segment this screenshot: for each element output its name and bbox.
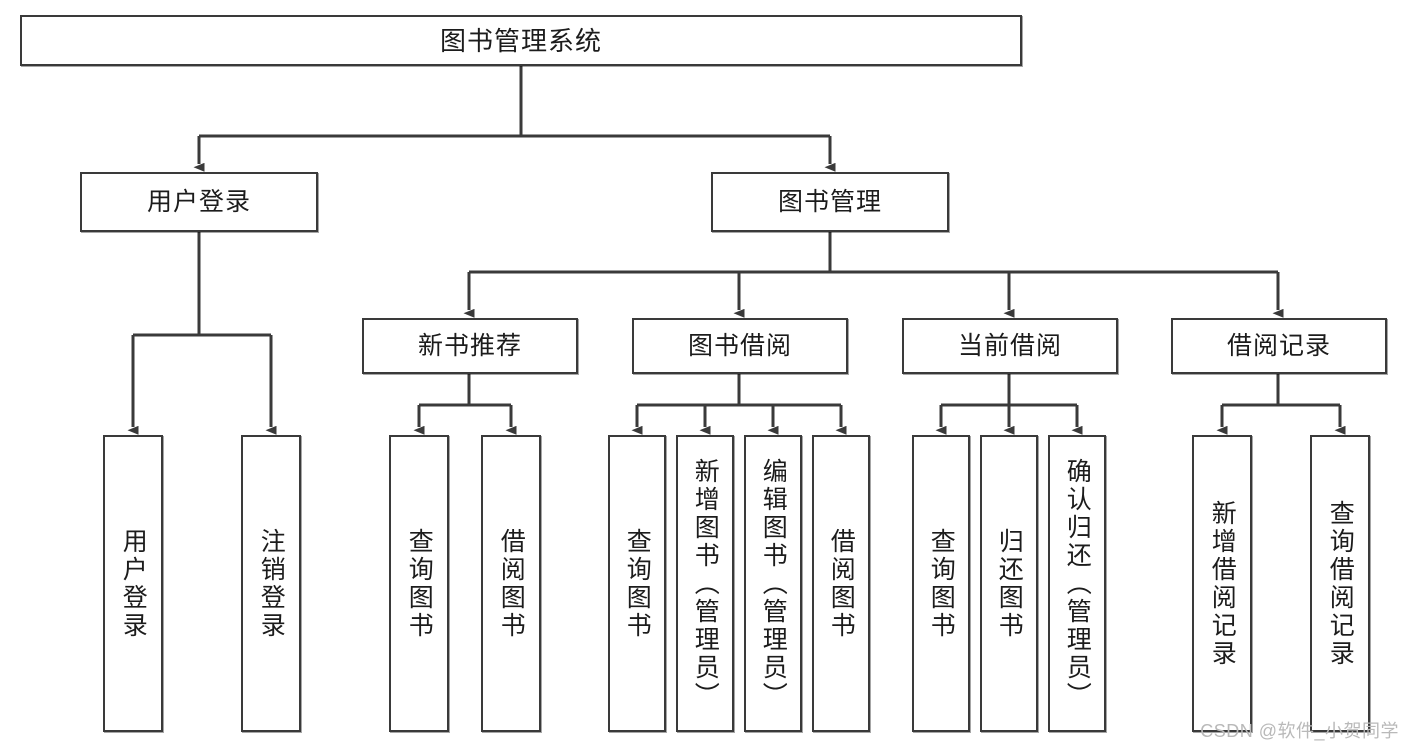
node-label: 图书管理 <box>777 187 882 216</box>
leaf-confirm-return[interactable]: 确认归还（管理员） <box>1048 435 1106 732</box>
node-borrow-record[interactable]: 借阅记录 <box>1171 318 1387 374</box>
node-label: 编辑图书（管理员） <box>759 457 788 710</box>
node-label: 借阅图书 <box>827 527 856 640</box>
node-label: 用户登录 <box>146 187 251 216</box>
node-label: 当前借阅 <box>957 331 1062 360</box>
node-label: 新增借阅记录 <box>1208 499 1237 668</box>
node-root-system[interactable]: 图书管理系统 <box>20 15 1022 66</box>
node-label: 图书借阅 <box>687 331 792 360</box>
node-label: 查询图书 <box>623 527 652 640</box>
leaf-query-book-borrow[interactable]: 查询图书 <box>608 435 666 732</box>
node-user-login[interactable]: 用户登录 <box>80 172 318 232</box>
node-label: 查询借阅记录 <box>1326 499 1355 668</box>
node-book-manage[interactable]: 图书管理 <box>711 172 949 232</box>
node-label: 图书管理系统 <box>439 25 602 56</box>
node-new-book-recommend[interactable]: 新书推荐 <box>362 318 578 374</box>
node-label: 借阅图书 <box>497 527 526 640</box>
leaf-query-book-recommend[interactable]: 查询图书 <box>389 435 449 732</box>
leaf-user-login[interactable]: 用户登录 <box>103 435 163 732</box>
node-label: 新增图书（管理员） <box>691 457 720 710</box>
leaf-logout[interactable]: 注销登录 <box>241 435 301 732</box>
node-label: 注销登录 <box>257 527 286 640</box>
node-book-borrow[interactable]: 图书借阅 <box>632 318 848 374</box>
node-label: 用户登录 <box>119 527 148 640</box>
leaf-query-borrow-record[interactable]: 查询借阅记录 <box>1310 435 1370 732</box>
leaf-borrow-book[interactable]: 借阅图书 <box>812 435 870 732</box>
node-label: 借阅记录 <box>1226 331 1331 360</box>
node-label: 新书推荐 <box>417 331 522 360</box>
leaf-return-book[interactable]: 归还图书 <box>980 435 1038 732</box>
leaf-borrow-book-recommend[interactable]: 借阅图书 <box>481 435 541 732</box>
leaf-query-book-current[interactable]: 查询图书 <box>912 435 970 732</box>
leaf-add-borrow-record[interactable]: 新增借阅记录 <box>1192 435 1252 732</box>
leaf-edit-book[interactable]: 编辑图书（管理员） <box>744 435 802 732</box>
node-label: 查询图书 <box>405 527 434 640</box>
node-current-borrow[interactable]: 当前借阅 <box>902 318 1118 374</box>
node-label: 确认归还（管理员） <box>1063 457 1092 710</box>
leaf-add-book[interactable]: 新增图书（管理员） <box>676 435 734 732</box>
node-label: 查询图书 <box>927 527 956 640</box>
node-label: 归还图书 <box>995 527 1024 640</box>
